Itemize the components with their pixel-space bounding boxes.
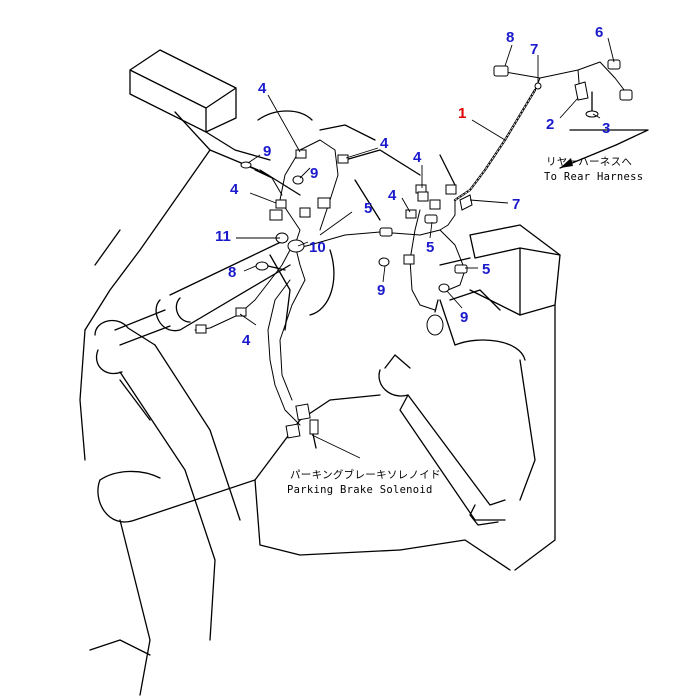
callout-2: 2	[546, 116, 554, 133]
callout-10: 10	[309, 239, 326, 256]
callout-4b: 4	[380, 135, 389, 152]
callout-6: 6	[595, 24, 603, 41]
relay-cluster	[269, 197, 331, 253]
callout-5c: 5	[482, 261, 490, 278]
callout-9c: 9	[377, 282, 385, 299]
callout-9a: 9	[263, 143, 271, 160]
callout-11: 11	[215, 228, 231, 245]
clamp-4b	[337, 154, 349, 164]
components	[195, 59, 649, 449]
callout-4a: 4	[258, 80, 267, 97]
connector-6	[607, 59, 621, 70]
clamp-4f	[235, 307, 247, 317]
bolt-9c	[378, 257, 390, 267]
parking-brake-solenoid	[285, 403, 319, 449]
bolt-8-left	[255, 261, 286, 271]
callout-8a: 8	[506, 29, 514, 46]
machine-frame	[79, 49, 561, 696]
bracket-2	[574, 81, 589, 101]
callout-4c: 4	[230, 181, 239, 198]
bolt-9d	[438, 283, 450, 293]
callout-8b: 8	[228, 264, 236, 281]
callout-4f: 4	[242, 332, 251, 349]
bolt-9b	[292, 175, 304, 185]
clamp-4c	[275, 199, 287, 209]
callout-9d: 9	[460, 309, 468, 326]
connector-cluster-right	[403, 184, 457, 265]
callout-3: 3	[602, 120, 610, 137]
clip-7-top	[534, 82, 542, 90]
leader-lines	[236, 37, 615, 459]
connector-6-end	[619, 89, 633, 101]
solenoid-note-jp: パーキングブレーキソレノイド	[290, 468, 441, 481]
bolt-9a	[240, 161, 269, 176]
callout-4e: 4	[388, 187, 397, 204]
clip-7-right	[459, 194, 473, 211]
lower-right-connector	[426, 299, 444, 336]
connector-5b	[424, 214, 438, 224]
callout-1: 1	[458, 105, 466, 122]
rear-harness-note-en: To Rear Harness	[544, 171, 643, 183]
clamp-4a	[295, 149, 307, 159]
callout-9b: 9	[310, 165, 318, 182]
callout-7a: 7	[530, 41, 538, 58]
arrow-to-rear-harness	[559, 129, 649, 169]
callout-7b: 7	[512, 196, 520, 213]
callout-5b: 5	[426, 239, 434, 256]
clamp-4e	[405, 209, 417, 219]
callout-4d: 4	[413, 149, 422, 166]
clamp-4g	[195, 324, 207, 334]
connector-5c	[454, 264, 468, 274]
annotations: リヤーハーネスへ To Rear Harness パーキングブレーキソレノイド …	[287, 156, 643, 496]
connector-5a	[379, 227, 393, 237]
rear-harness-note-jp: リヤーハーネスへ	[546, 156, 632, 168]
callout-5a: 5	[364, 200, 372, 217]
callout-labels: 1 2 3 4 4 4 4 4 4 5 5 5 6 7 7 8 8 9 9 9 …	[215, 24, 610, 349]
connector-8-top	[493, 65, 509, 77]
solenoid-note-en: Parking Brake Solenoid	[287, 484, 433, 496]
wire-harness	[194, 61, 629, 426]
